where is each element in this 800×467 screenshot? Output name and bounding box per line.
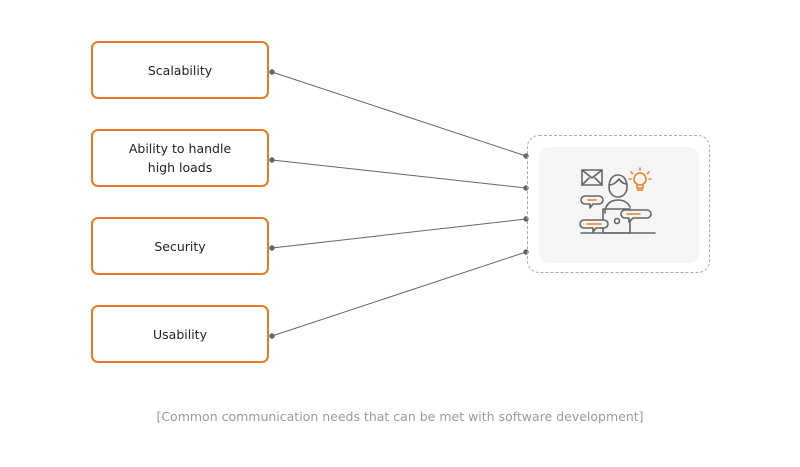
connector-security [271, 218, 527, 249]
connector-scalability [271, 71, 527, 157]
hub-box [527, 135, 710, 273]
connector-dot [269, 333, 275, 339]
node-high-loads: Ability to handle high loads [91, 129, 269, 187]
connector-dot [269, 69, 275, 75]
node-label: Security [154, 238, 206, 254]
node-label: high loads [147, 160, 213, 175]
node-usability: Usability [91, 305, 269, 363]
person-icon [604, 174, 631, 214]
connector-high-loads [271, 159, 527, 189]
developer-illustration-icon [579, 167, 656, 234]
node-scalability: Scalability [91, 41, 269, 99]
hub-illustration-panel [539, 147, 699, 263]
node-label: Usability [153, 326, 207, 342]
connector-dot [269, 157, 275, 163]
chat-bubble-icon [579, 195, 652, 233]
connector-dot [269, 245, 275, 251]
node-security: Security [91, 217, 269, 275]
envelope-icon [581, 169, 603, 186]
node-label: Ability to handle [128, 141, 232, 156]
lightbulb-icon [628, 167, 652, 191]
figure-caption: [Common communication needs that can be … [156, 409, 644, 424]
connector-usability [271, 251, 527, 337]
node-label: Scalability [147, 62, 213, 78]
